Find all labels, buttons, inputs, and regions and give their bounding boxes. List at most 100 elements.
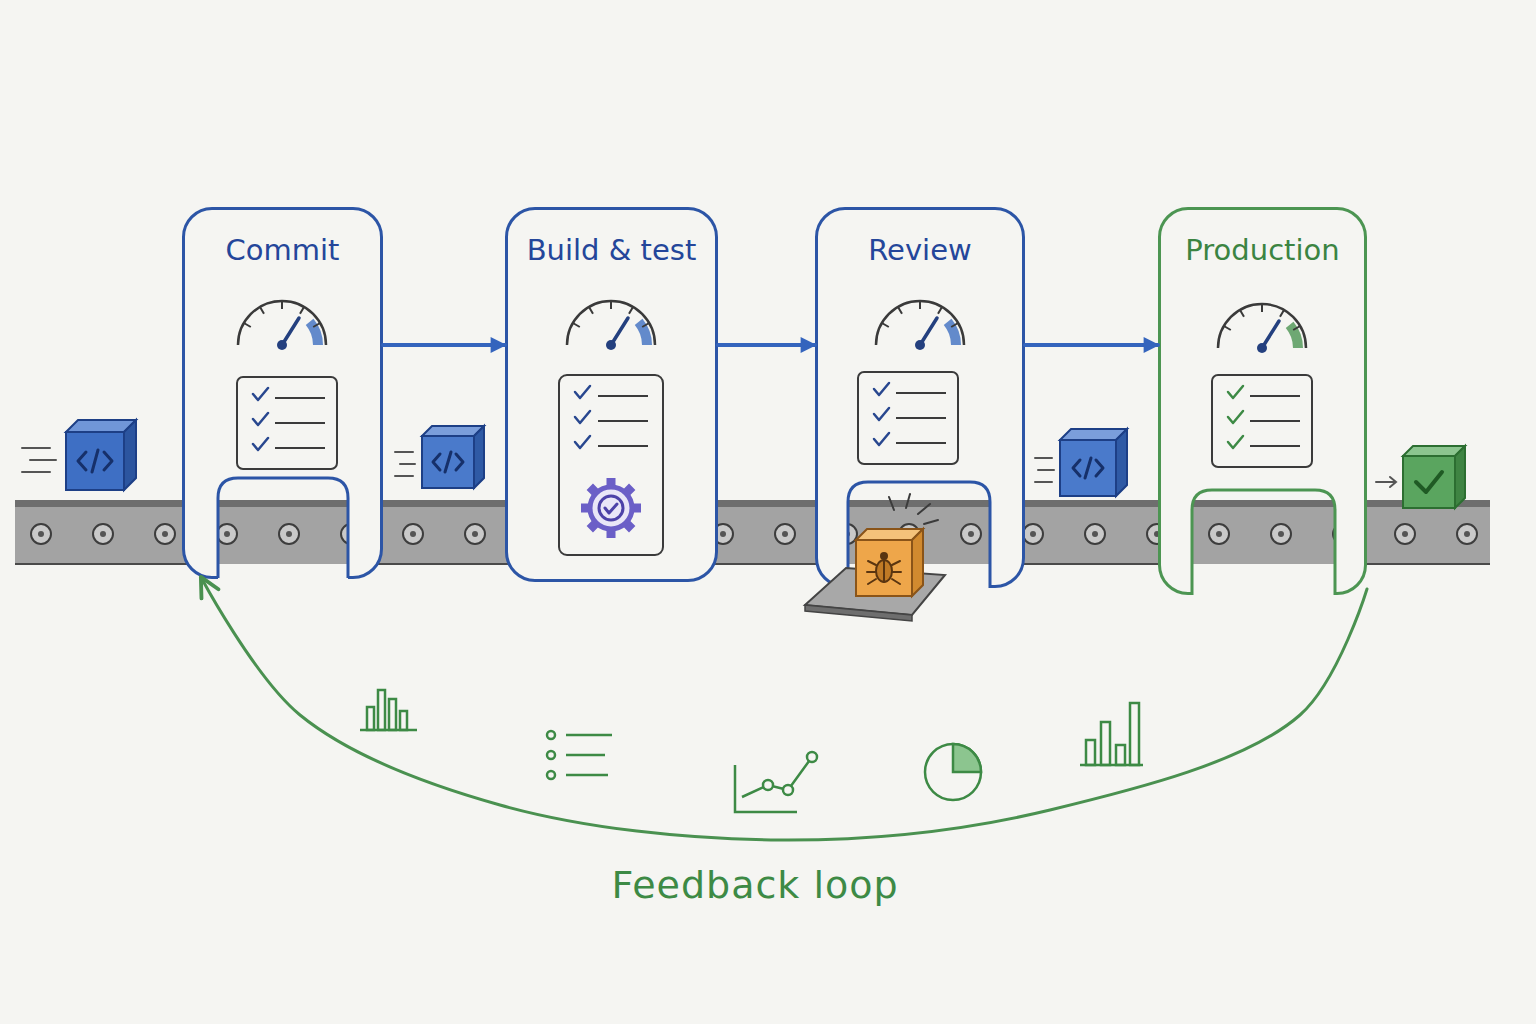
bar-chart-icon — [400, 711, 407, 730]
belt-opening — [1192, 490, 1335, 595]
checklist-icon — [858, 372, 958, 464]
code-cube — [422, 436, 474, 488]
edge-label: Feedback loop — [600, 862, 910, 908]
line-chart-icon — [783, 785, 793, 795]
motion-lines — [22, 471, 50, 473]
belt-opening — [1192, 490, 1335, 597]
code-cube — [66, 432, 124, 490]
alert-rays — [924, 520, 938, 524]
pie-chart-icon — [953, 744, 981, 772]
motion-lines — [30, 459, 56, 461]
speed-gauge — [876, 301, 964, 350]
line-chart-icon — [735, 765, 797, 812]
belt-opening — [1192, 500, 1335, 564]
belt-opening — [848, 482, 990, 590]
checklist-icon — [1212, 375, 1312, 467]
gear-icon — [581, 478, 641, 538]
code-cube — [422, 426, 484, 488]
stage-title: Production — [1161, 210, 1364, 268]
alert-rays — [918, 504, 930, 514]
code-cube — [433, 452, 463, 472]
bar-chart-icon — [389, 699, 396, 730]
stage-title: Commit — [185, 210, 380, 268]
stage-box: Build & test — [505, 207, 718, 582]
belt-opening — [848, 500, 990, 564]
stage-title: Build & test — [508, 210, 715, 268]
code-cube — [1073, 458, 1103, 478]
code-cube — [474, 426, 484, 488]
test-checklist — [598, 396, 648, 446]
speed-gauge — [238, 301, 326, 350]
code-cube — [1116, 429, 1127, 496]
test-checklist — [575, 386, 590, 448]
alert-rays — [889, 494, 938, 524]
bar-chart-icon — [1116, 745, 1125, 765]
speed-gauge — [567, 301, 655, 350]
belt-opening — [1192, 500, 1335, 564]
stage-box: Production — [1158, 207, 1367, 595]
test-checklist — [559, 375, 663, 555]
bug-cube — [856, 529, 923, 540]
motion-lines — [1035, 481, 1052, 483]
belt-opening — [848, 482, 990, 588]
list-icon — [566, 754, 605, 757]
feedback-arrow — [202, 579, 1367, 840]
motion-lines — [400, 463, 415, 465]
bug-cube — [856, 529, 923, 596]
approved-cube — [1403, 446, 1465, 508]
motion-lines — [1035, 457, 1052, 459]
bar-chart-icon — [1080, 703, 1143, 765]
test-checklist — [559, 375, 663, 555]
bar-chart-icon — [360, 690, 417, 730]
gear-icon — [590, 487, 632, 529]
motion-lines — [395, 475, 413, 477]
line-chart-icon — [735, 752, 817, 812]
metric-icons — [360, 690, 1143, 812]
belt-opening — [218, 500, 348, 564]
flow-arrow — [383, 343, 505, 347]
belt-opening — [848, 500, 990, 564]
code-cube — [1060, 440, 1116, 496]
approved-cube — [1416, 472, 1442, 492]
gear-icon — [581, 478, 641, 538]
belt-opening — [218, 500, 348, 507]
checklist-icon — [237, 377, 337, 469]
list-icon — [547, 731, 555, 739]
bar-chart-icon — [378, 690, 385, 730]
list-icon — [566, 734, 612, 737]
motion-lines — [1038, 469, 1054, 471]
motion-lines — [1376, 477, 1396, 487]
approved-cube — [1403, 456, 1455, 508]
motion-lines — [22, 447, 50, 449]
bar-chart-icon — [1101, 722, 1110, 765]
belt-opening — [1192, 500, 1335, 507]
alert-rays — [906, 494, 910, 508]
pie-chart-icon — [925, 744, 981, 800]
speed-gauge — [1218, 304, 1306, 353]
belt-opening — [218, 478, 348, 578]
belt-opening — [218, 478, 348, 580]
stage-box: Commit — [182, 207, 383, 579]
code-cube — [66, 420, 136, 490]
code-cube — [124, 420, 136, 490]
bar-chart-icon — [367, 707, 374, 730]
line-chart-icon — [763, 780, 773, 790]
belt-opening — [848, 482, 990, 590]
code-cube — [78, 450, 112, 472]
gear-icon — [605, 504, 617, 513]
line-chart-icon — [742, 757, 812, 797]
bar-chart-icon — [1130, 703, 1139, 765]
bug-cube — [880, 552, 888, 560]
list-icon — [566, 774, 608, 777]
reject-trapdoor — [805, 605, 912, 621]
belt-opening — [218, 478, 348, 580]
bar-chart-icon — [1086, 740, 1095, 765]
motion-lines — [395, 451, 413, 453]
flow-arrow — [1025, 343, 1158, 347]
bug-cube — [867, 560, 901, 584]
belt-opening — [848, 500, 990, 507]
reject-trapdoor — [805, 568, 945, 615]
reject-trapdoor — [805, 568, 945, 621]
flow-arrow — [718, 343, 815, 347]
